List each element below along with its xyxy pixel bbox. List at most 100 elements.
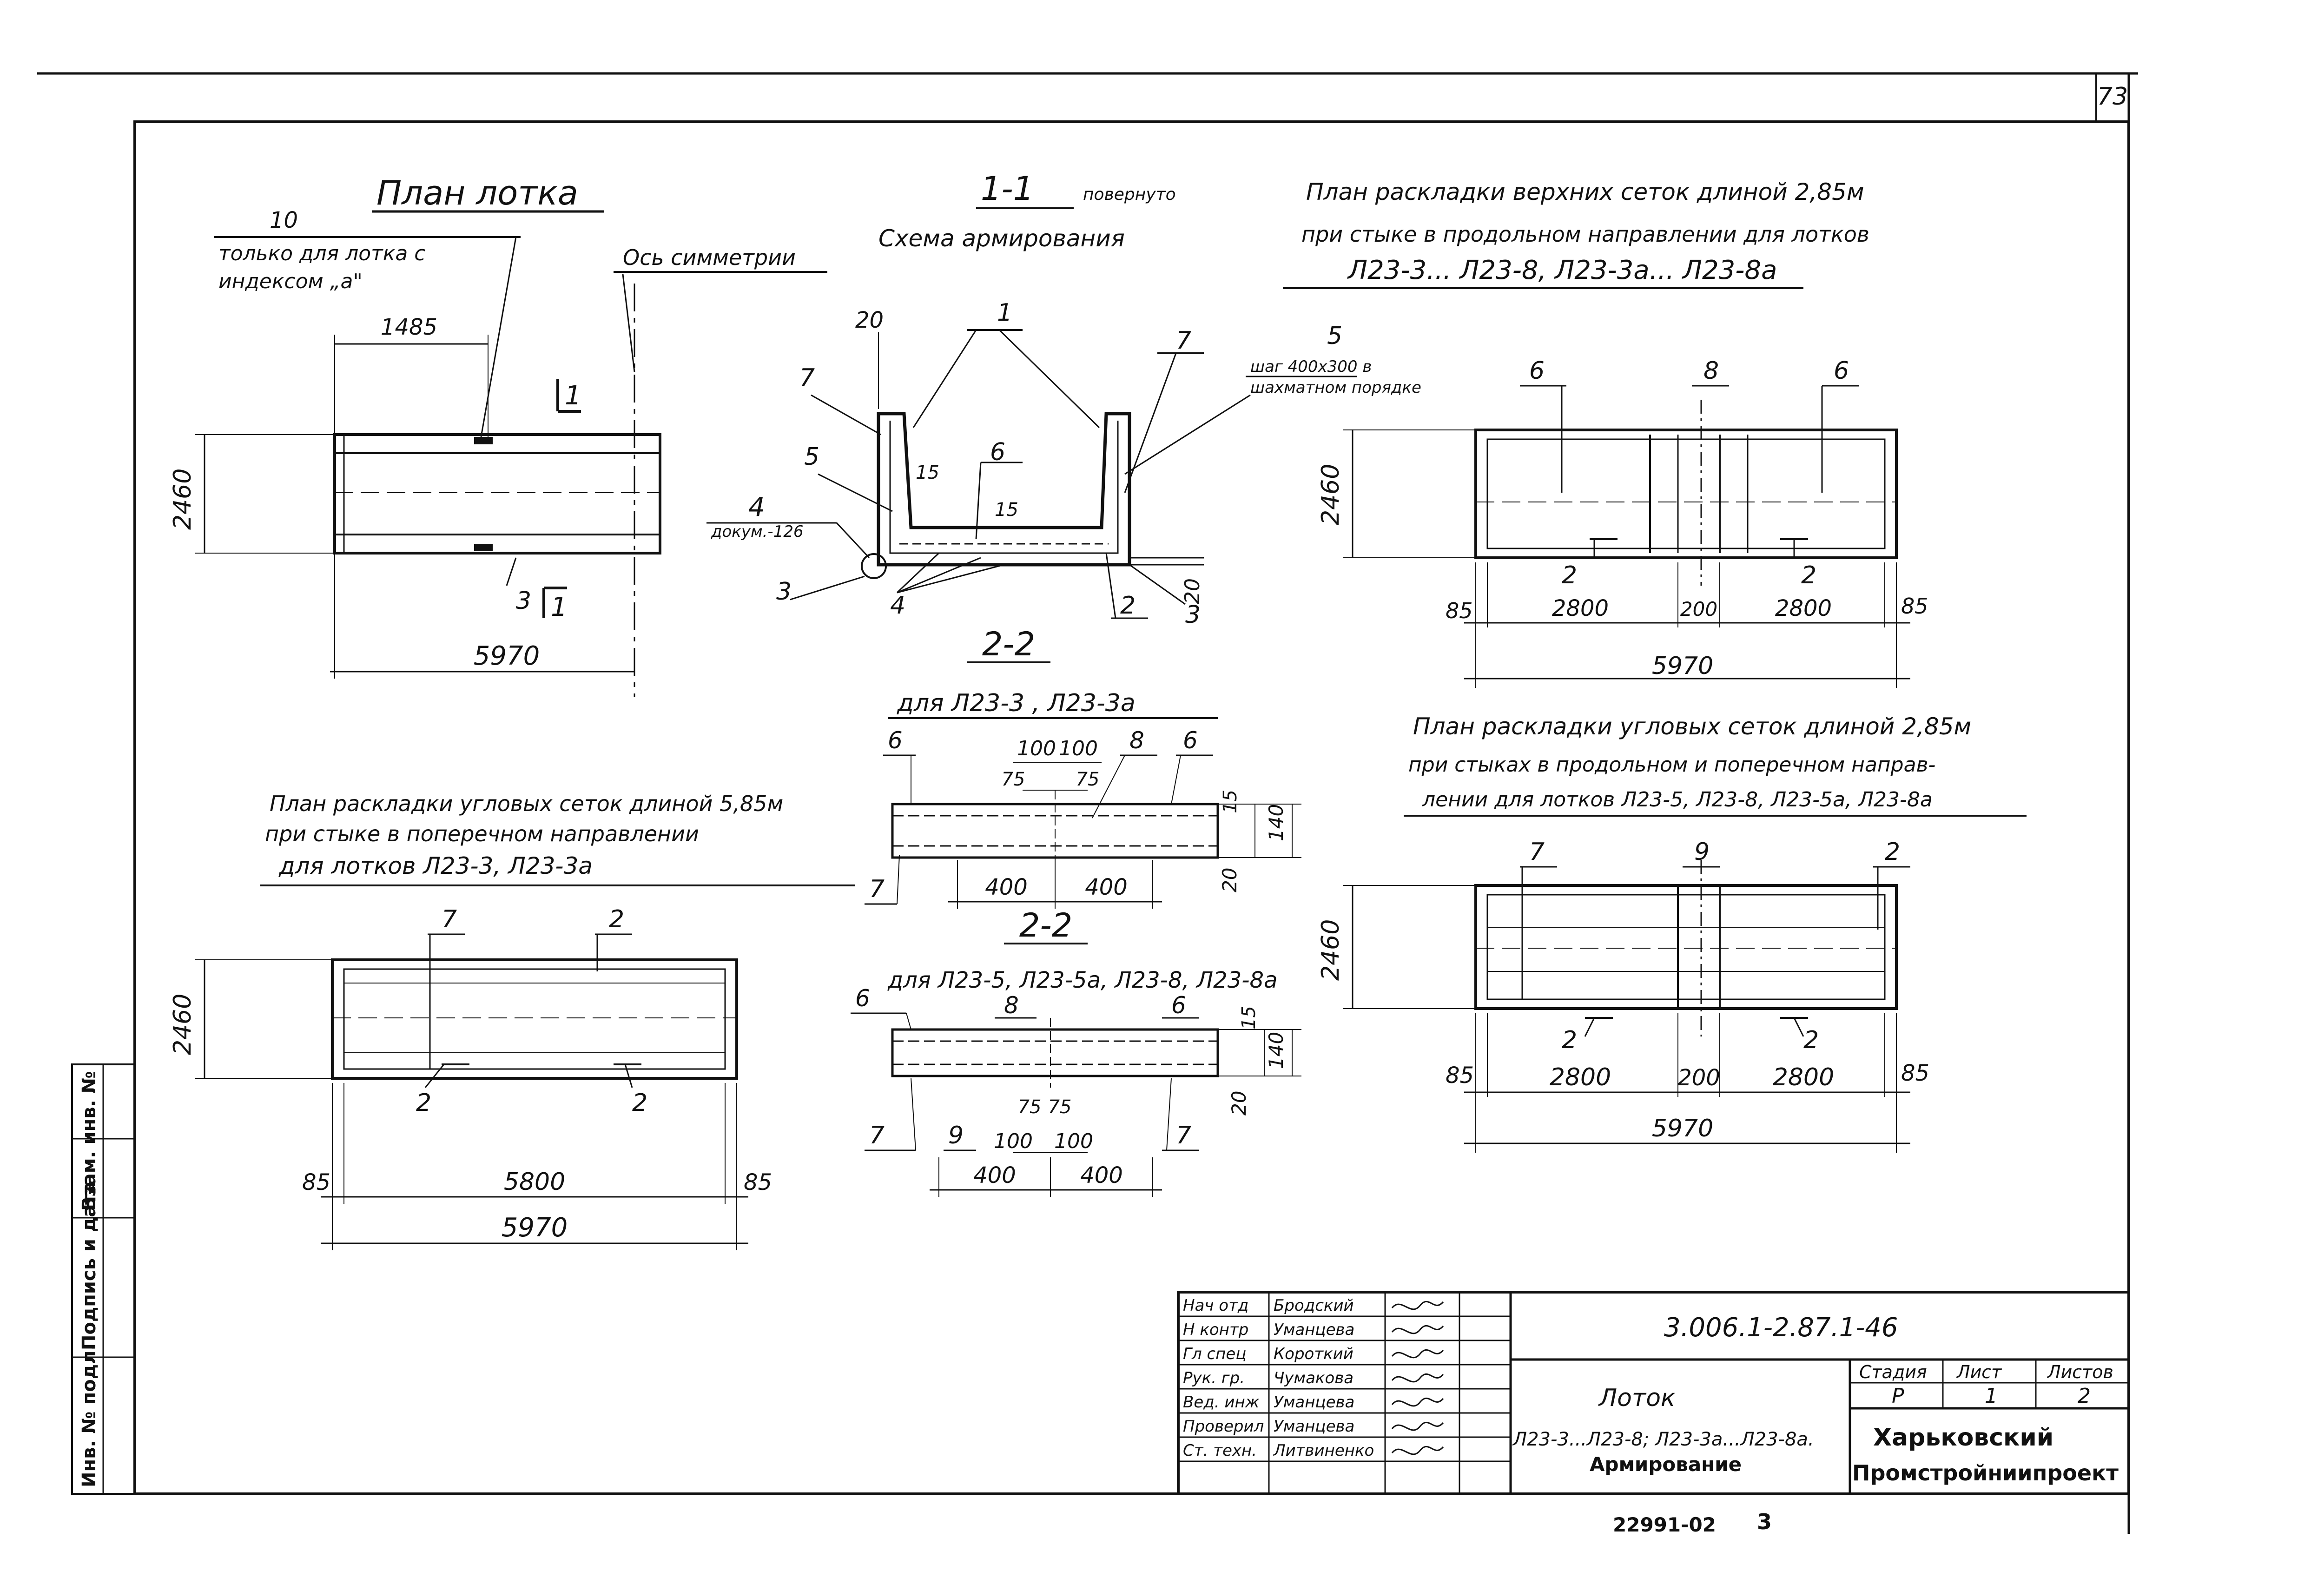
staff-role: Рук. гр. xyxy=(1183,1369,1245,1387)
tray-profile xyxy=(877,412,1131,567)
sec22b-d400-right: 400 xyxy=(1080,1162,1123,1188)
top-mesh-dim-2460: 2460 xyxy=(1317,464,1345,525)
tb-col-sheets: Листов xyxy=(2047,1362,2113,1382)
sec22a-d100-right: 100 xyxy=(1059,737,1098,760)
staff-role: Нач отд xyxy=(1183,1296,1248,1315)
m4: 4 xyxy=(748,492,765,522)
top-mesh-dim-2800-left: 2800 xyxy=(1552,595,1609,621)
m6: 6 xyxy=(990,438,1005,466)
footer-num: 3 xyxy=(1757,1509,1772,1534)
staff-role: Гл спец xyxy=(1183,1345,1246,1363)
staff-name: Короткий xyxy=(1274,1345,1353,1363)
top-mesh-title-2: при стыке в продольном направлении для л… xyxy=(1301,222,1869,247)
tb-title-3: Армирование xyxy=(1590,1453,1742,1476)
corner-a-title-1: План раскладки угловых сеток длиной 5,85… xyxy=(270,791,783,816)
top-mesh-m2-left: 2 xyxy=(1562,561,1577,589)
plan-corner-a: План раскладки угловых сеток длиной 5,85… xyxy=(169,791,855,1250)
section-mark-top: 1 xyxy=(565,381,581,411)
corner-a-m2-top: 2 xyxy=(609,905,624,933)
note-line-2: индексом „a" xyxy=(218,270,363,293)
note-line-1: только для лотка с xyxy=(218,242,425,265)
corner-b-title-3: лении для лотков Л23-5, Л23-8, Л23-5а, Л… xyxy=(1422,788,1933,812)
top-mesh-m2-right: 2 xyxy=(1801,561,1816,589)
corner-b-title-1: План раскладки угловых сеток длиной 2,85… xyxy=(1413,713,1971,740)
plan-top-mesh: План раскладки верхних сеток длиной 2,85… xyxy=(1283,178,1928,688)
sec22a-m7: 7 xyxy=(869,875,885,903)
sec22b-d75-left: 75 xyxy=(1018,1096,1042,1118)
top-mesh-dim-85-right: 85 xyxy=(1901,594,1928,619)
insert-bottom xyxy=(474,544,493,551)
note5-line-1: шаг 400x300 в xyxy=(1250,357,1372,376)
corner-b-m2-left: 2 xyxy=(1562,1026,1577,1054)
note5-line-2: шахматном порядке xyxy=(1250,378,1421,397)
corner-a-m7: 7 xyxy=(442,905,457,933)
corner-a-dim-85-right: 85 xyxy=(744,1169,772,1195)
sec22a-d100-left: 100 xyxy=(1017,737,1056,760)
corner-a-dim-85-left: 85 xyxy=(302,1169,330,1195)
sec22b-m7-left: 7 xyxy=(869,1122,885,1149)
side-stamp: Инв. № подл. Подпись и дата Взам. инв. № xyxy=(71,1063,136,1495)
tb-val-stage: Р xyxy=(1892,1384,1904,1408)
tb-org-1: Харьковский xyxy=(1873,1424,2053,1452)
top-mesh-title-3: Л23-3... Л23-8, Л23-3а... Л23-8а xyxy=(1347,255,1777,285)
top-mesh-dim-200: 200 xyxy=(1680,598,1717,620)
corner-b-dim-85-right: 85 xyxy=(1901,1060,1929,1086)
corner-b-dim-85-left: 85 xyxy=(1446,1063,1474,1089)
sec22b-d20: 20 xyxy=(1228,1091,1250,1116)
staff-name: Чумакова xyxy=(1274,1369,1353,1387)
tb-val-sheet: 1 xyxy=(1985,1384,1998,1408)
staff-role: Н контр xyxy=(1183,1320,1248,1339)
corner-a-dim-5970: 5970 xyxy=(502,1213,568,1243)
corner-b-m7: 7 xyxy=(1529,838,1545,866)
outer-mesh xyxy=(889,421,1119,554)
signature xyxy=(1391,1349,1444,1359)
sec22a-m6-left: 6 xyxy=(888,727,903,754)
tb-title-1: Лоток xyxy=(1598,1384,1676,1412)
section-1-1-title: 1-1 xyxy=(981,170,1034,208)
staff-role: Проверил xyxy=(1183,1417,1264,1436)
corner-a-dim-5800: 5800 xyxy=(504,1168,565,1196)
signature xyxy=(1391,1397,1444,1407)
sec22b-d100-left: 100 xyxy=(994,1129,1033,1153)
corner-b-dim-2800-left: 2800 xyxy=(1550,1063,1611,1091)
sec22b-d100-right: 100 xyxy=(1054,1129,1093,1153)
corner-b-m2-right: 2 xyxy=(1803,1026,1819,1054)
sec22a-d140: 140 xyxy=(1265,804,1287,841)
sec22b-d15: 15 xyxy=(1238,1006,1260,1030)
m5-left: 5 xyxy=(804,443,819,471)
staff-name: Уманцева xyxy=(1274,1320,1354,1339)
tb-val-sheets: 2 xyxy=(2078,1384,2091,1408)
staff-name: Уманцева xyxy=(1274,1393,1354,1412)
sec22b-title: 2-2 xyxy=(1019,906,1072,944)
sec22a-d75-left: 75 xyxy=(1002,769,1025,790)
top-mesh-title-1: План раскладки верхних сеток длиной 2,85… xyxy=(1306,178,1864,205)
sec22b-subtitle: для Л23-5, Л23-5а, Л23-8, Л23-8а xyxy=(887,967,1278,993)
tb-col-stage: Стадия xyxy=(1859,1362,1927,1382)
m2: 2 xyxy=(1120,592,1136,620)
top-mesh-m8: 8 xyxy=(1703,357,1719,385)
top-mesh-m6-left: 6 xyxy=(1529,357,1545,385)
tb-title-2: Л23-3...Л23-8; Л23-3а...Л23-8а. xyxy=(1512,1429,1814,1450)
sec22b-d140: 140 xyxy=(1265,1032,1287,1069)
corner-a-m2-left: 2 xyxy=(416,1089,431,1117)
corner-b-dim-200: 200 xyxy=(1677,1065,1720,1091)
mark-10: 10 xyxy=(270,207,298,233)
corner-b-m2-top: 2 xyxy=(1885,838,1900,866)
signature xyxy=(1391,1446,1444,1455)
sec22b-m7-right: 7 xyxy=(1176,1122,1191,1149)
m15-left: 15 xyxy=(916,462,939,483)
corner-b-dim-5970: 5970 xyxy=(1652,1115,1713,1142)
dim-5970: 5970 xyxy=(474,641,540,671)
side-stamp-inv: Инв. № подл. xyxy=(79,1343,100,1487)
corner-b-dim-2460: 2460 xyxy=(1317,919,1345,981)
footer-code: 22991-02 xyxy=(1613,1513,1716,1536)
corner-b-title-2: при стыках в продольном и поперечном нап… xyxy=(1408,753,1935,777)
m7-left: 7 xyxy=(799,364,815,392)
corner-b-m9: 9 xyxy=(1694,838,1710,866)
dim-1485: 1485 xyxy=(381,314,437,340)
signature xyxy=(1391,1421,1444,1431)
section-2-2-b: 2-2 для Л23-5, Л23-5а, Л23-8, Л23-8а 6 8… xyxy=(851,906,1301,1197)
top-mesh-dim-5970: 5970 xyxy=(1652,652,1713,680)
